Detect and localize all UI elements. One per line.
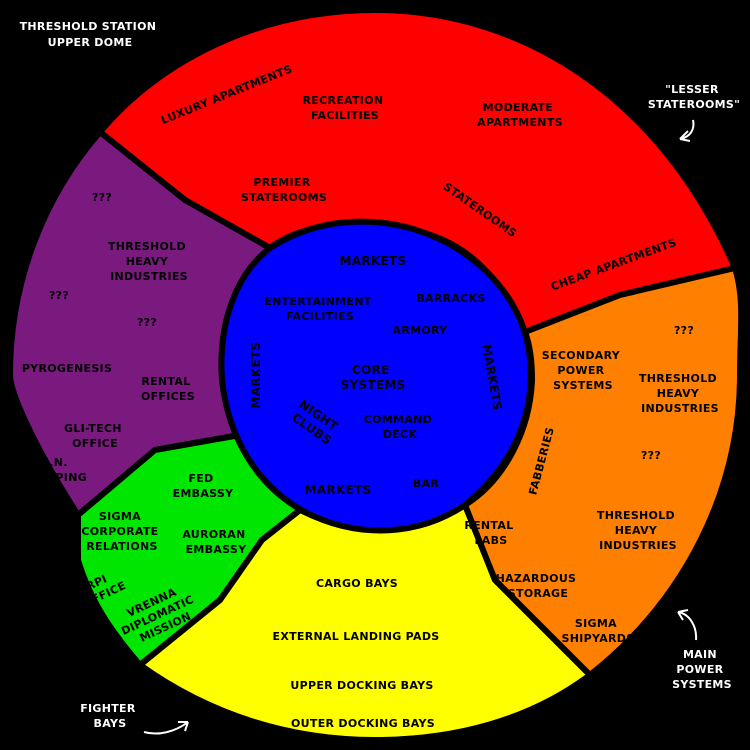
- annotation-lesser-staterooms: "LESSER STATEROOMS": [648, 83, 740, 111]
- label-core-markets-left: MARKETS: [249, 342, 263, 409]
- label-purple-unknown-3: ???: [137, 316, 157, 329]
- label-orange-unknown-1: ???: [674, 324, 694, 337]
- label-outer-docking-bays: OUTER DOCKING BAYS: [291, 717, 435, 730]
- station-title: THRESHOLD STATION UPPER DOME: [20, 20, 161, 49]
- label-premier-staterooms: PREMIER STATEROOMS: [241, 176, 327, 204]
- annotation-main-power: MAIN POWER SYSTEMS: [672, 648, 732, 691]
- label-entertainment: ENTERTAINMENT FACILITIES: [264, 295, 375, 323]
- label-orange-unknown-2: ???: [641, 449, 661, 462]
- annotation-fighter-bays: FIGHTER BAYS: [80, 702, 140, 730]
- label-moderate-apartments: MODERATE APARTMENTS: [477, 101, 563, 129]
- label-command-deck: COMMAND DECK: [364, 413, 436, 441]
- label-secondary-power: SECONDARY POWER SYSTEMS: [542, 349, 624, 392]
- label-un-shipping: U.N. SHIPPING: [25, 456, 87, 484]
- label-bar: BAR: [413, 477, 439, 490]
- label-orange-threshold-2: THRESHOLD HEAVY INDUSTRIES: [597, 509, 679, 552]
- label-orange-threshold-1: THRESHOLD HEAVY INDUSTRIES: [639, 372, 721, 415]
- label-barracks: BARRACKS: [416, 292, 485, 305]
- label-auroran-embassy: AURORAN EMBASSY: [182, 528, 249, 556]
- label-core-markets-top: MARKETS: [340, 254, 407, 268]
- arrow-main-power-icon: [677, 609, 698, 641]
- label-hazardous-storage: HAZARDOUS STORAGE: [496, 572, 581, 600]
- label-core-systems: CORE SYSTEMS: [340, 363, 405, 392]
- label-glitech-office: GLI-TECH OFFICE: [64, 422, 126, 450]
- label-purple-unknown-1: ???: [92, 191, 112, 204]
- label-rental-labs: RENTAL LABS: [464, 519, 517, 547]
- label-rental-offices: RENTAL OFFICES: [141, 375, 195, 403]
- label-armory: ARMORY: [393, 324, 449, 337]
- label-core-markets-bottom: MARKETS: [305, 483, 372, 497]
- label-upper-docking-bays: UPPER DOCKING BAYS: [290, 679, 433, 692]
- label-pyrogenesis: PYROGENESIS: [22, 362, 112, 375]
- core-hub: [218, 218, 534, 534]
- label-sigma-corporate: SIGMA CORPORATE RELATIONS: [81, 510, 162, 553]
- arrow-lesser-staterooms-icon: [679, 119, 695, 142]
- label-purple-unknown-2: ???: [49, 289, 69, 302]
- label-recreation-facilities: RECREATION FACILITIES: [303, 94, 388, 122]
- label-fed-embassy: FED EMBASSY: [173, 472, 235, 500]
- arrow-fighter-bays-icon: [143, 721, 189, 735]
- label-external-landing-pads: EXTERNAL LANDING PADS: [273, 630, 440, 643]
- label-cargo-bays: CARGO BAYS: [316, 577, 398, 590]
- label-purple-threshold: THRESHOLD HEAVY INDUSTRIES: [108, 240, 190, 283]
- label-sigma-shipyards: SIGMA SHIPYARDS: [562, 617, 635, 645]
